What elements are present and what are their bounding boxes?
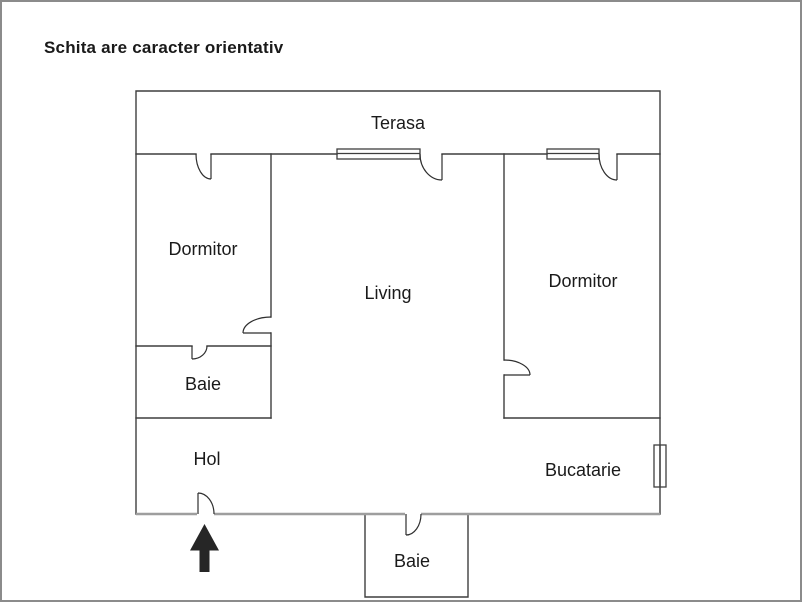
disclaimer-title: Schita are caracter orientativ [44, 38, 284, 57]
wall-baie1 [135, 345, 272, 419]
room-label-terasa: Terasa [371, 113, 426, 133]
door-baie1 [191, 345, 208, 360]
doors [191, 153, 618, 536]
window-bucatarie [653, 444, 667, 488]
entrance-arrow-icon [190, 524, 219, 572]
door-entrance [197, 492, 215, 515]
windows [336, 148, 667, 488]
room-label-living: Living [364, 283, 411, 303]
window-dormitor2 [546, 148, 600, 160]
door-dormitor1-terasa [195, 153, 212, 180]
door-dormitor2-terasa [598, 153, 618, 181]
door-dormitor1-living [242, 316, 272, 334]
window-living [336, 148, 421, 160]
room-label-bucatarie: Bucatarie [545, 460, 621, 480]
room-label-dormitor-1: Dormitor [168, 239, 237, 259]
door-living-terasa [419, 153, 443, 181]
room-label-dormitor-2: Dormitor [548, 271, 617, 291]
wall-baie2-annex [364, 513, 469, 598]
door-dormitor2 [503, 359, 531, 376]
walls [135, 90, 661, 598]
room-label-baie-2: Baie [394, 551, 430, 571]
room-labels: Terasa Dormitor Living Dormitor Baie Hol… [168, 113, 621, 571]
outer-walls [135, 90, 661, 515]
door-baie2 [405, 513, 422, 536]
room-label-hol: Hol [193, 449, 220, 469]
room-label-baie-1: Baie [185, 374, 221, 394]
